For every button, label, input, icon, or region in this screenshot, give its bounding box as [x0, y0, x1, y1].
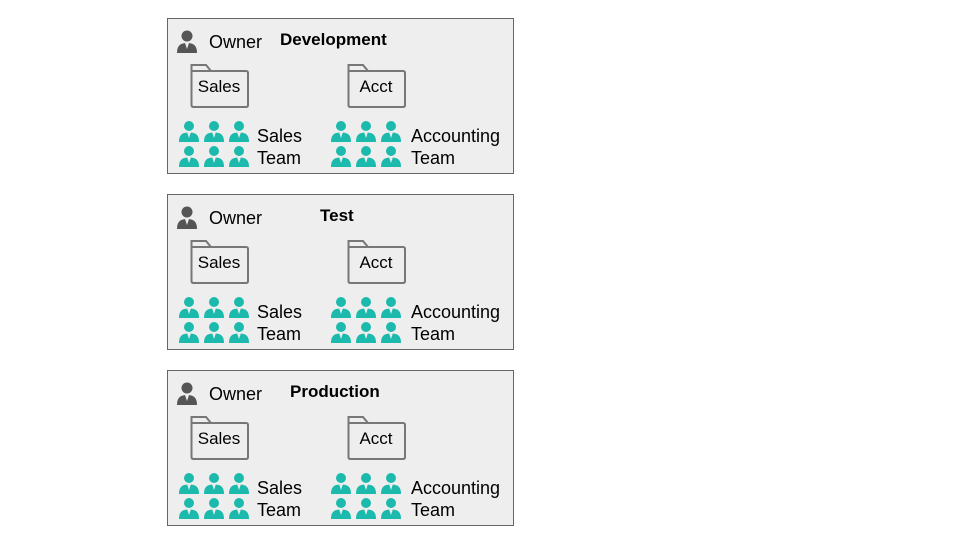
team-member-person-icon — [330, 296, 352, 318]
accounting-team-label: Accounting Team — [411, 477, 500, 521]
folder-icon — [190, 64, 249, 108]
team-member-person-icon — [380, 145, 402, 167]
team-member-person-icon — [355, 472, 377, 494]
team-member-person-icon — [355, 120, 377, 142]
team-member-person-icon — [203, 120, 225, 142]
team-member-person-icon — [178, 145, 200, 167]
sales-team-label: Sales Team — [257, 301, 302, 345]
folder-icon — [347, 64, 406, 108]
environment-title: Development — [280, 30, 387, 49]
team-member-person-icon — [330, 497, 352, 519]
team-member-person-icon — [355, 321, 377, 343]
team-label-line: Sales — [257, 302, 303, 322]
environment-box-test: Owner Test Sales Acct Sales Team Account… — [167, 194, 514, 350]
accounting-team-label: Accounting Team — [411, 301, 500, 345]
environment-box-production: Owner Production Sales Acct Sales Team A… — [167, 370, 514, 526]
team-member-person-icon — [330, 321, 352, 343]
owner-person-icon — [176, 205, 198, 229]
sales-folder: Sales — [190, 239, 250, 285]
owner-person-icon — [176, 29, 198, 53]
team-member-person-icon — [228, 472, 250, 494]
folder-label: Acct — [359, 77, 393, 96]
folder-icon — [347, 240, 406, 284]
folder-label: Sales — [197, 77, 241, 96]
team-member-person-icon — [178, 321, 200, 343]
team-member-person-icon — [203, 145, 225, 167]
team-member-person-icon — [355, 296, 377, 318]
team-member-person-icon — [330, 472, 352, 494]
team-label-line: Team — [411, 148, 456, 168]
folder-icon — [347, 416, 406, 460]
team-member-person-icon — [380, 296, 402, 318]
folder-label: Sales — [197, 253, 241, 272]
team-member-person-icon — [355, 497, 377, 519]
team-label-line: Sales — [257, 478, 303, 498]
folder-label: Acct — [359, 429, 393, 448]
team-member-person-icon — [330, 145, 352, 167]
team-label-line: Accounting — [411, 302, 501, 322]
environment-title: Production — [290, 382, 380, 401]
team-member-person-icon — [178, 120, 200, 142]
team-member-person-icon — [228, 296, 250, 318]
owner-person-icon — [176, 381, 198, 405]
team-member-person-icon — [203, 497, 225, 519]
team-member-person-icon — [203, 472, 225, 494]
team-label-line: Team — [411, 324, 456, 344]
acct-folder: Acct — [347, 415, 407, 461]
team-member-person-icon — [330, 120, 352, 142]
team-label-line: Accounting — [411, 478, 501, 498]
team-label-line: Team — [257, 324, 302, 344]
team-member-person-icon — [228, 120, 250, 142]
sales-folder: Sales — [190, 63, 250, 109]
team-label-line: Accounting — [411, 126, 501, 146]
sales-folder: Sales — [190, 415, 250, 461]
team-member-person-icon — [355, 145, 377, 167]
team-label-line: Team — [257, 500, 302, 520]
acct-folder: Acct — [347, 239, 407, 285]
team-member-person-icon — [380, 472, 402, 494]
team-label-line: Team — [411, 500, 456, 520]
team-member-person-icon — [228, 145, 250, 167]
owner-label: Owner — [209, 208, 263, 228]
team-member-person-icon — [178, 497, 200, 519]
team-member-person-icon — [203, 296, 225, 318]
team-member-person-icon — [228, 497, 250, 519]
folder-icon — [190, 240, 249, 284]
sales-team-label: Sales Team — [257, 125, 302, 169]
accounting-team-label: Accounting Team — [411, 125, 500, 169]
environment-box-development: Owner Development Sales Acct Sales Team … — [167, 18, 514, 174]
team-member-person-icon — [380, 321, 402, 343]
team-member-person-icon — [228, 321, 250, 343]
team-member-person-icon — [178, 296, 200, 318]
owner-label: Owner — [209, 384, 263, 404]
environment-title: Test — [320, 206, 354, 225]
owner-label: Owner — [209, 32, 263, 52]
folder-label: Sales — [197, 429, 241, 448]
team-member-person-icon — [380, 497, 402, 519]
folder-label: Acct — [359, 253, 393, 272]
folder-icon — [190, 416, 249, 460]
team-label-line: Team — [257, 148, 302, 168]
team-label-line: Sales — [257, 126, 303, 146]
acct-folder: Acct — [347, 63, 407, 109]
team-member-person-icon — [380, 120, 402, 142]
team-member-person-icon — [178, 472, 200, 494]
team-member-person-icon — [203, 321, 225, 343]
sales-team-label: Sales Team — [257, 477, 302, 521]
